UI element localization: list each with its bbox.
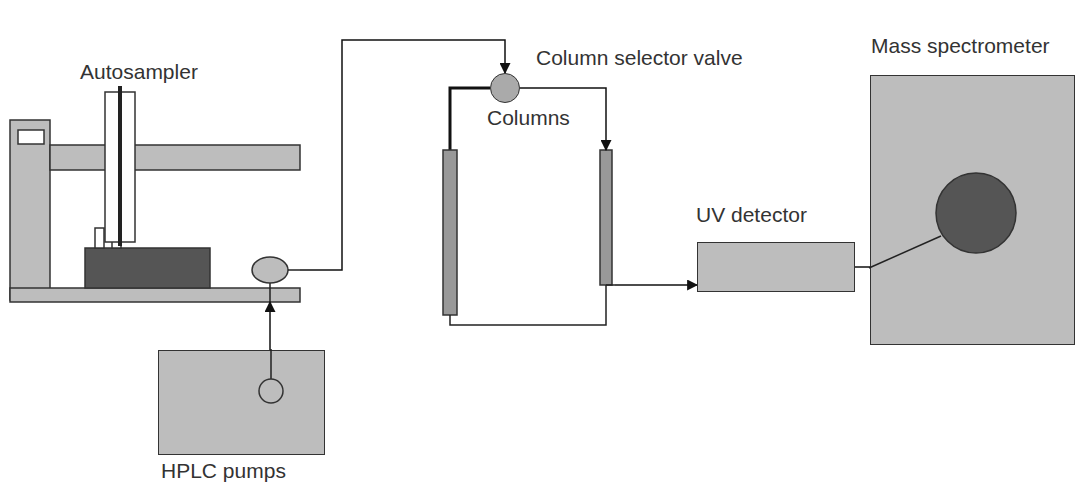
node-label: HPLC pumps [161, 459, 286, 483]
autosampler-arm [50, 145, 300, 170]
node-label: UV detector [696, 203, 807, 227]
spectrometer-illustration [871, 76, 1076, 346]
tubing [606, 284, 615, 286]
pump-box: HPLC pumps [158, 350, 325, 455]
tubing [270, 349, 272, 379]
column-tube [443, 150, 457, 315]
pump-head [259, 379, 283, 403]
sample-vial [95, 228, 104, 248]
detector-box: UV detector [697, 242, 855, 292]
node-label: Mass spectrometer [871, 34, 1050, 58]
injector-valve [252, 257, 288, 283]
flow-line [269, 302, 271, 350]
flow-line [300, 40, 505, 270]
tubing [450, 88, 490, 150]
valve-circle: Column selector valve [490, 73, 520, 103]
pump-illustration [159, 351, 326, 456]
autosampler-base [10, 288, 300, 302]
autosampler-tower [10, 120, 50, 300]
autosampler-display [18, 130, 44, 144]
sample-tray [85, 248, 210, 288]
flow-line [615, 284, 697, 286]
tubing [269, 283, 271, 302]
tubing [869, 236, 941, 268]
autosampler-unit: Autosampler [10, 55, 300, 302]
spectrometer-box: Mass spectrometer [870, 75, 1075, 345]
node-label: Columns [487, 106, 570, 130]
node-label: Autosampler [80, 60, 198, 84]
column-pair: Columns [440, 150, 615, 330]
flow-line [855, 266, 870, 268]
ion-source [936, 173, 1016, 253]
sample-needle [118, 86, 122, 246]
column-tube [600, 150, 612, 285]
tubing [288, 269, 300, 271]
node-label: Column selector valve [536, 46, 743, 70]
tubing [450, 285, 606, 325]
